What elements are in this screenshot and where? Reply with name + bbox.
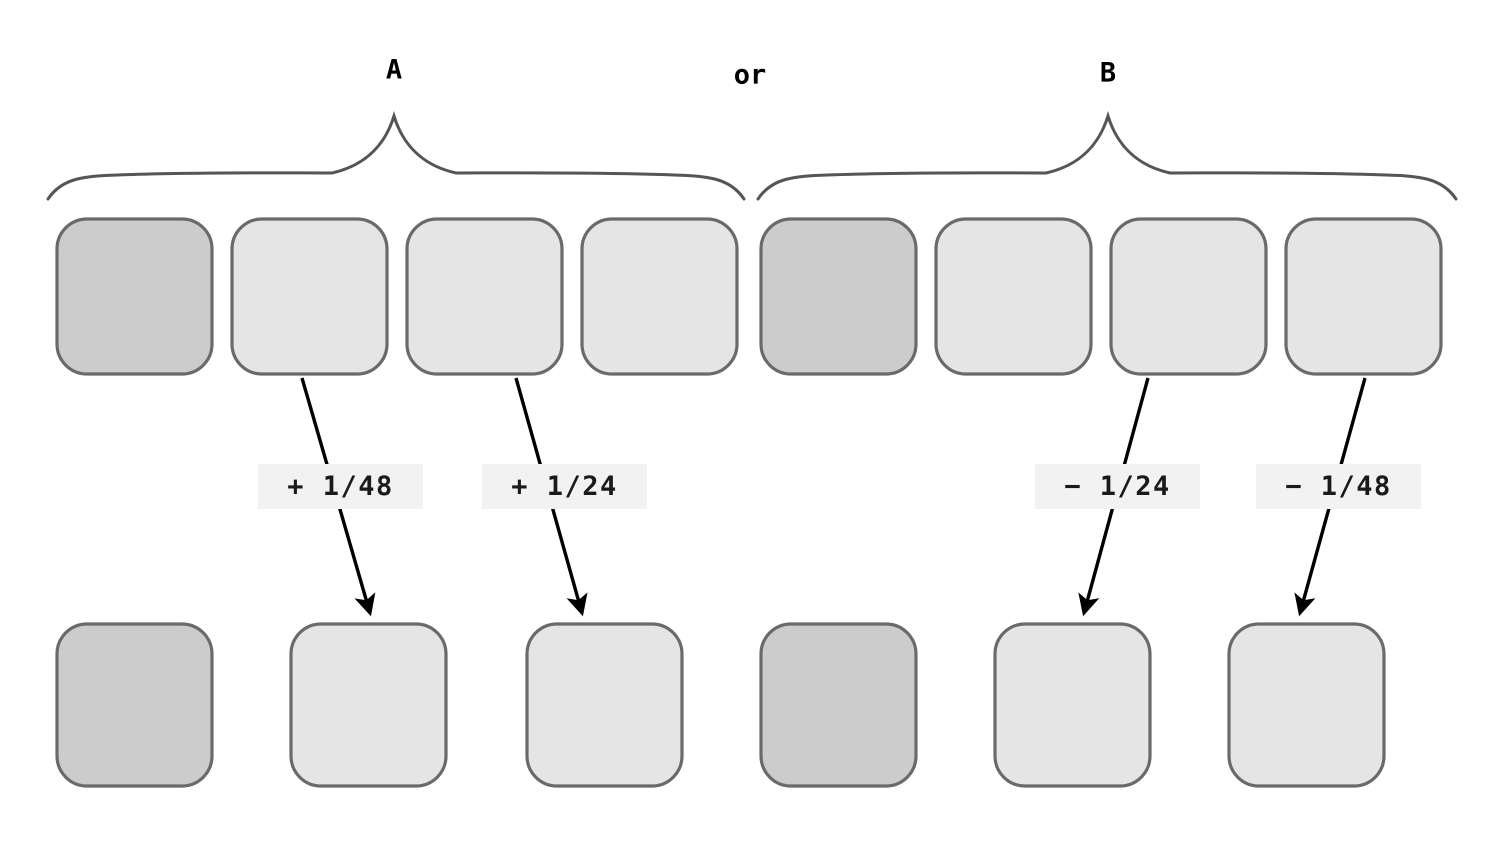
top-cell-2[interactable] [405,217,564,376]
bottom-cell-2[interactable] [525,622,684,788]
group-label-or: or [734,60,767,91]
label-text-transition-minus-1-48: − 1/48 [1285,471,1392,502]
bottom-cell-4[interactable] [993,622,1152,788]
bottom-cell-0[interactable] [55,622,214,788]
label-text-transition-minus-1-24: − 1/24 [1064,471,1171,502]
bottom-cell-3[interactable] [759,622,918,788]
label-transition-plus-1-48: + 1/48 [258,464,423,509]
top-cell-7[interactable] [1284,217,1443,376]
label-transition-minus-1-24: − 1/24 [1035,464,1200,509]
transition-arrows [300,377,1367,617]
bottom-cell-1[interactable] [289,622,448,788]
label-background-transition-minus-1-24 [1035,464,1200,509]
label-background-transition-plus-1-48 [258,464,423,509]
top-cell-1[interactable] [230,217,389,376]
label-text-transition-plus-1-48: + 1/48 [287,471,394,502]
top-cell-0[interactable] [55,217,214,376]
group-label-a: A [386,55,402,86]
label-text-transition-plus-1-24: + 1/24 [511,471,618,502]
top-cell-5[interactable] [934,217,1093,376]
label-background-transition-minus-1-48 [1256,464,1421,509]
top-cell-3[interactable] [580,217,739,376]
bottom-cell-row [55,622,1386,788]
group-braces [46,110,1458,201]
label-transition-plus-1-24: + 1/24 [482,464,647,509]
brace-group-b [756,110,1458,201]
bottom-cell-5[interactable] [1227,622,1386,788]
top-cell-row [55,217,1443,376]
top-cell-4[interactable] [759,217,918,376]
label-transition-minus-1-48: − 1/48 [1256,464,1421,509]
group-label-b: B [1100,58,1116,89]
label-background-transition-plus-1-24 [482,464,647,509]
brace-group-a [46,110,746,201]
top-cell-6[interactable] [1109,217,1268,376]
transition-labels: + 1/48 + 1/24 − 1/24 − 1/48 [258,464,1421,509]
